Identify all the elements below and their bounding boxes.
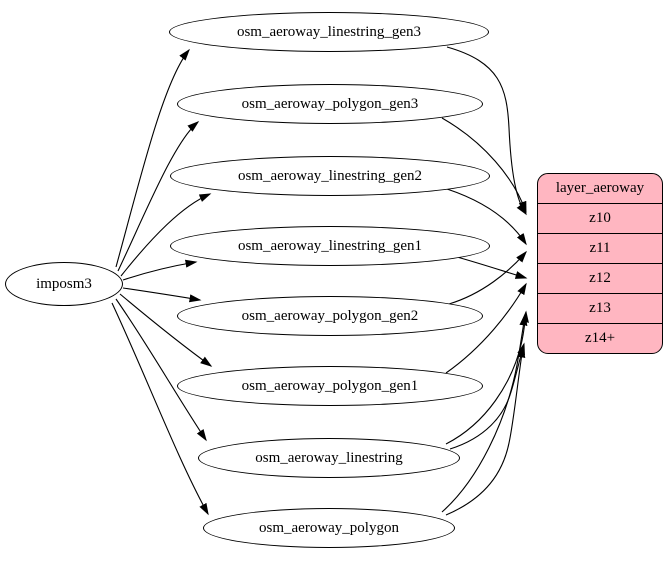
- table-node-label: osm_aeroway_polygon: [259, 519, 399, 536]
- zoom-row-z12: z12: [538, 263, 662, 293]
- edge-imposm3-to-osm_aeroway_polygon_gen2: [122, 287, 202, 303]
- source-node-label: imposm3: [36, 275, 92, 292]
- edge-imposm3-to-osm_aeroway_linestring_gen2: [120, 193, 212, 277]
- table-node-osm-aeroway-linestring-gen1: osm_aeroway_linestring_gen1: [170, 226, 490, 266]
- edge-osm_aeroway_polygon_gen2-to-z11: [448, 250, 527, 305]
- edge-osm_aeroway_linestring_gen1-to-z12: [456, 256, 528, 279]
- zoom-row-z14plus: z14+: [538, 323, 662, 353]
- table-node-label: osm_aeroway_linestring_gen1: [237, 237, 423, 254]
- table-node-label: osm_aeroway_polygon_gen1: [241, 377, 419, 394]
- table-node-label: osm_aeroway_polygon_gen3: [241, 95, 419, 112]
- table-node-label: osm_aeroway_linestring_gen3: [236, 23, 422, 40]
- zoom-row-z10: z10: [538, 203, 662, 233]
- edge-imposm3-to-osm_aeroway_polygon_gen1: [119, 293, 213, 367]
- table-node-osm-aeroway-linestring: osm_aeroway_linestring: [198, 438, 460, 478]
- edge-osm_aeroway_polygon_gen1-to-z12: [445, 282, 527, 374]
- edge-osm_aeroway_polygon-to-z13: [441, 313, 528, 513]
- zoom-row-z13: z13: [538, 293, 662, 323]
- edge-osm_aeroway_linestring-to-z14+: [449, 342, 525, 450]
- edge-osm_aeroway_linestring_gen2-to-z11: [446, 188, 527, 246]
- edge-imposm3-to-osm_aeroway_linestring: [115, 298, 207, 442]
- table-node-label: osm_aeroway_linestring_gen2: [237, 167, 423, 184]
- table-node-label: osm_aeroway_polygon_gen2: [241, 307, 419, 324]
- table-node-osm-aeroway-polygon-gen3: osm_aeroway_polygon_gen3: [177, 84, 483, 124]
- edge-imposm3-to-osm_aeroway_polygon_gen3: [117, 121, 200, 272]
- table-node-osm-aeroway-linestring-gen2: osm_aeroway_linestring_gen2: [170, 156, 490, 196]
- edge-imposm3-to-osm_aeroway_linestring_gen1: [122, 259, 198, 281]
- zoom-row-z11: z11: [538, 233, 662, 263]
- source-node-imposm3: imposm3: [5, 262, 123, 306]
- table-node-osm-aeroway-linestring-gen3: osm_aeroway_linestring_gen3: [169, 12, 489, 52]
- edge-osm_aeroway_linestring_gen3-to-z10: [446, 46, 527, 216]
- edge-osm_aeroway_polygon_gen3-to-z10: [441, 117, 527, 214]
- edge-osm_aeroway_polygon-to-z14+: [445, 345, 526, 516]
- table-node-osm-aeroway-polygon-gen2: osm_aeroway_polygon_gen2: [177, 296, 483, 336]
- table-node-osm-aeroway-polygon-gen1: osm_aeroway_polygon_gen1: [177, 366, 483, 406]
- edge-imposm3-to-osm_aeroway_linestring_gen3: [115, 48, 190, 268]
- table-node-label: osm_aeroway_linestring: [255, 449, 403, 466]
- layer-record-title: layer_aeroway: [555, 180, 645, 196]
- edge-imposm3-to-osm_aeroway_polygon: [111, 302, 209, 516]
- table-node-osm-aeroway-polygon: osm_aeroway_polygon: [203, 508, 455, 548]
- layer-record-node: layer_aeroway z10 z11 z12 z13 z14+: [537, 173, 663, 354]
